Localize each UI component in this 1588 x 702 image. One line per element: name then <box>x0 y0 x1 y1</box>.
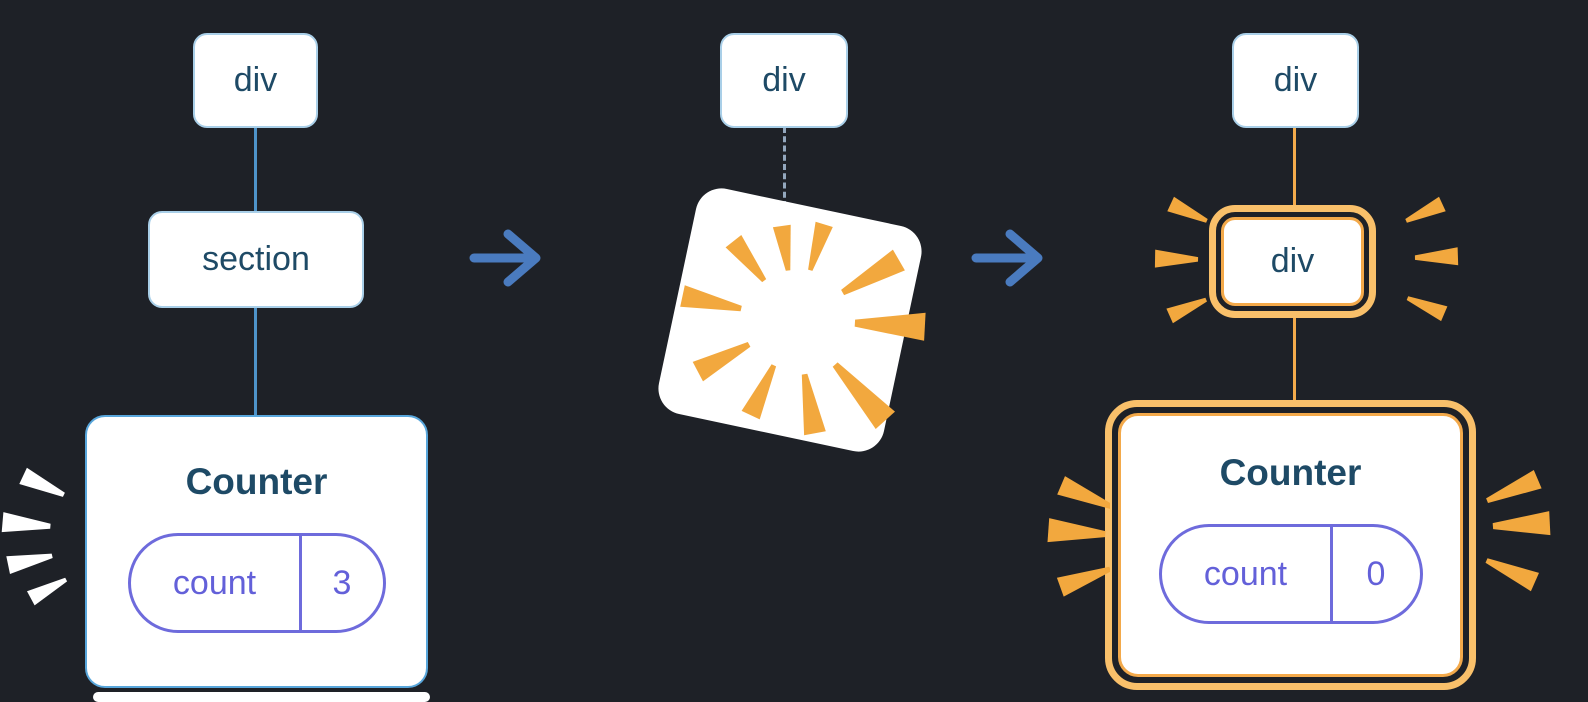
counter-component: Counter count 3 <box>85 415 428 688</box>
state-key: count <box>1203 554 1288 593</box>
tree-connector-line <box>1293 315 1296 403</box>
arrow-right-icon <box>971 229 1043 287</box>
tree-connector-line <box>1293 126 1296 208</box>
tree-node-section: section <box>148 211 364 308</box>
burst-icon <box>1405 196 1459 322</box>
tree-connector-line <box>254 306 257 418</box>
burst-icon <box>1 467 68 606</box>
tree-node-label: div <box>1273 61 1318 99</box>
burst-icon <box>680 221 926 436</box>
cropped-card-edge <box>93 692 430 702</box>
tree-node-label: div <box>1221 217 1364 306</box>
counter-title: Counter <box>185 461 328 502</box>
tree-node-label: div <box>762 61 806 99</box>
burst-icon <box>1485 470 1551 592</box>
panel-before: div section Counter count 3 <box>0 0 470 702</box>
counter-component-highlighted: Counter count 0 <box>1105 400 1476 690</box>
tree-node-div-highlighted: div <box>1209 205 1376 318</box>
burst-icon <box>1047 476 1110 597</box>
tree-node-label: div <box>233 61 278 99</box>
panel-during: div <box>548 0 968 700</box>
tree-node-div: div <box>193 33 318 128</box>
dashed-connector-line <box>783 127 786 207</box>
state-value: 3 <box>298 536 383 630</box>
tree-node-div: div <box>720 33 848 128</box>
arrow-right-icon <box>469 229 541 287</box>
counter-component: Counter count 0 <box>1118 413 1463 677</box>
tree-node-label: section <box>202 240 310 278</box>
state-key: count <box>172 563 257 602</box>
counter-title: Counter <box>1219 452 1362 493</box>
tree-node-div: div <box>1232 33 1359 128</box>
burst-icon <box>1154 196 1208 324</box>
state-pill: count 3 <box>127 533 386 633</box>
state-value: 0 <box>1329 527 1420 621</box>
state-pill: count 0 <box>1158 524 1423 624</box>
tree-connector-line <box>254 126 257 214</box>
panel-after: div div Counter count 0 <box>1047 0 1588 700</box>
